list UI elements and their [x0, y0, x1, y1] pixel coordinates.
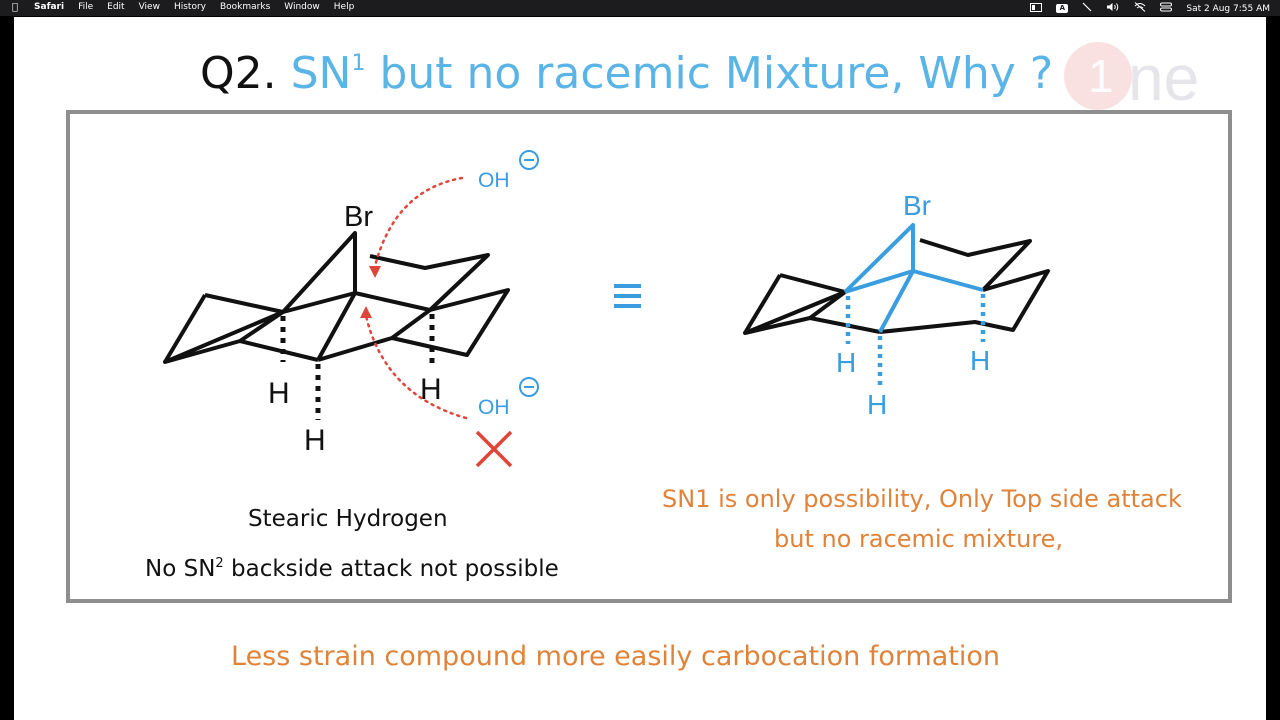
oh-top-label: OH: [478, 169, 510, 192]
left-h-right: H: [420, 373, 442, 406]
display-icon[interactable]: [1030, 2, 1043, 15]
bottom-statement: Less strain compound more easily carboca…: [231, 641, 1001, 672]
left-br-label: Br: [344, 201, 373, 233]
caption-no-sn2-suffix: backside attack not possible: [223, 556, 559, 582]
caption-stearic-hydrogen: Stearic Hydrogen: [248, 506, 448, 532]
right-br-label: Br: [903, 190, 931, 221]
logo-text: ne: [1128, 42, 1199, 112]
arrow-head-top-icon: [369, 266, 381, 278]
logo-digit: 1: [1088, 50, 1114, 102]
orange-line-2: but no racemic mixture,: [774, 525, 1064, 553]
equivalence-icon: [614, 284, 641, 308]
arrow-head-bottom-icon: [360, 306, 372, 318]
menu-clock[interactable]: Sat 2 Aug 7:55 AM: [1186, 3, 1270, 14]
orange-line-1: SN1 is only possibility, Only Top side a…: [662, 485, 1182, 513]
wifi-off-icon[interactable]: [1134, 2, 1146, 15]
menu-bar-left:  Safari File Edit View History Bookmark…: [12, 2, 368, 13]
input-source-icon[interactable]: A: [1056, 4, 1069, 13]
menu-history[interactable]: History: [167, 2, 206, 12]
control-center-icon[interactable]: [1160, 2, 1173, 15]
negative-charge-top-icon: [519, 150, 539, 170]
left-h-mid: H: [304, 424, 326, 457]
menu-bookmarks[interactable]: Bookmarks: [213, 2, 270, 12]
slide-title: Q2. SN1 but no racemic Mixture, Why ?: [200, 48, 1053, 99]
app-menu[interactable]: Safari: [28, 2, 64, 12]
pen-off-icon[interactable]: [1082, 2, 1092, 15]
menu-help[interactable]: Help: [327, 2, 355, 12]
title-sn: SN: [290, 48, 352, 99]
menu-bar:  Safari File Edit View History Bookmark…: [0, 0, 1280, 16]
menu-bar-right: A Sat 2 Aug 7:55 AM: [1016, 2, 1270, 15]
content-frame: [66, 110, 1232, 603]
right-h-mid: H: [867, 389, 887, 420]
volume-icon[interactable]: [1106, 2, 1120, 15]
left-molecule-diagram: Br H H H OH OH: [163, 150, 539, 468]
right-h-left: H: [836, 347, 856, 378]
caption-no-sn2-prefix: No SN: [145, 556, 216, 582]
title-sup: 1: [351, 51, 366, 76]
menu-file[interactable]: File: [72, 2, 93, 12]
caption-no-sn2: No SN2 backside attack not possible: [145, 556, 559, 582]
menu-window[interactable]: Window: [278, 2, 320, 12]
oh-bottom-label: OH: [478, 396, 510, 419]
left-h-left: H: [268, 377, 290, 410]
caption-no-sn2-sup: 2: [215, 556, 224, 571]
negative-charge-bottom-icon: [519, 377, 539, 397]
right-molecule-diagram: Br H H H: [743, 190, 1050, 420]
menu-view[interactable]: View: [132, 2, 160, 12]
apple-icon[interactable]: : [12, 2, 18, 13]
title-rest: but no racemic Mixture, Why ?: [365, 48, 1054, 99]
menu-edit[interactable]: Edit: [101, 2, 124, 12]
right-h-right: H: [970, 345, 990, 376]
blocked-x-icon: [475, 430, 513, 468]
title-prefix: Q2.: [200, 48, 277, 99]
channel-logo: 1 ne: [1064, 42, 1199, 112]
